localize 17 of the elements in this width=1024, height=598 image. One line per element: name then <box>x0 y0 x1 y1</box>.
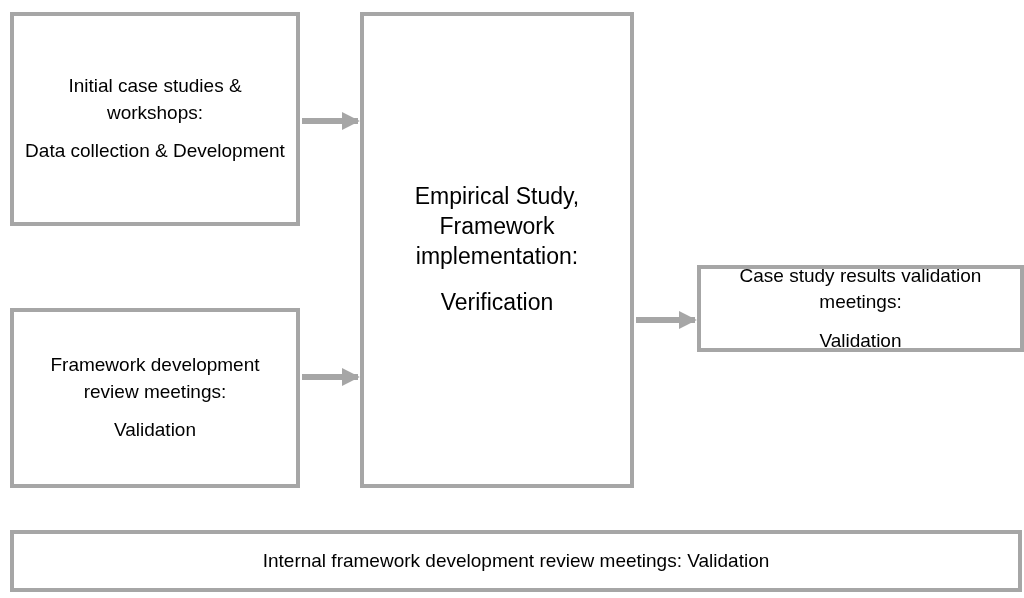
box-text: Internal framework development review meetings: Validation <box>262 548 770 573</box>
box-text: Validation <box>819 328 902 353</box>
box-text: Initial case studies & workshops: <box>67 74 243 125</box>
process-box <box>10 12 300 226</box>
process-box <box>10 530 1022 592</box>
box-text: Empirical Study, Framework implementation: <box>413 182 581 271</box>
box-text: Case study results validation meetings: <box>738 263 983 315</box>
arrow <box>636 311 697 329</box>
arrow <box>302 368 360 386</box>
process-box <box>697 265 1024 352</box>
box-text: Framework development review meetings: <box>49 353 261 404</box>
box-text: Verification <box>440 287 554 317</box>
box-text: Data collection & Development <box>25 139 285 164</box>
process-box <box>10 308 300 488</box>
process-box <box>360 12 634 488</box>
arrow <box>302 112 360 130</box>
box-text: Validation <box>113 418 196 443</box>
